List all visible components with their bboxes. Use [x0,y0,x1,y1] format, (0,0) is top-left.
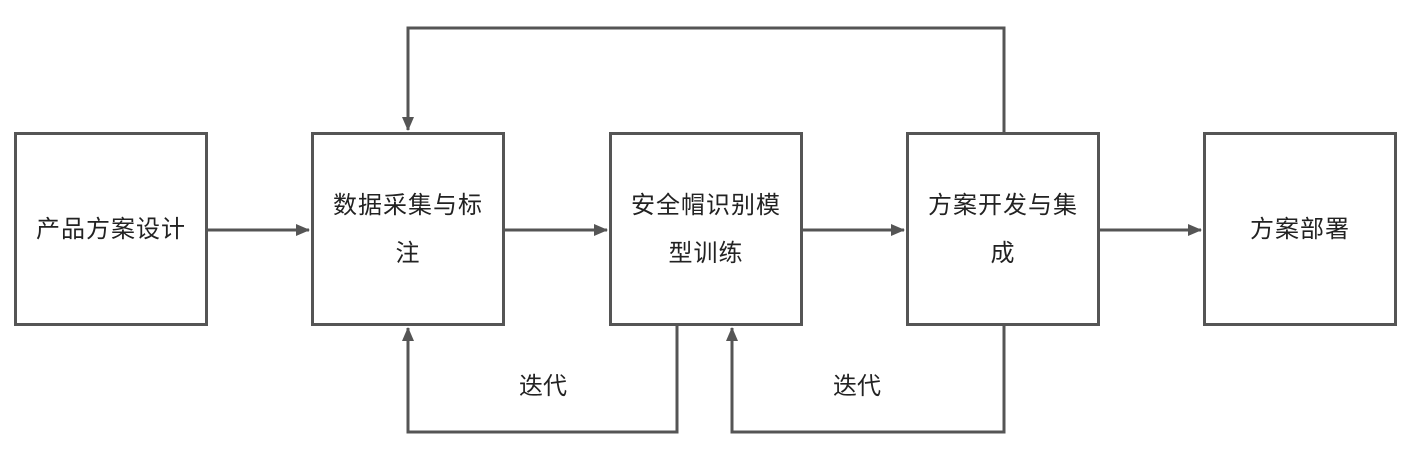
arrow-integration-to-data-top-loop [402,26,1006,132]
arrow-integration-to-model-iterate-loop [726,326,1006,434]
node-deployment: 方案部署 [1203,132,1397,326]
node-product-design: 产品方案设计 [14,132,208,326]
arrow-model-to-data-iterate-loop [402,326,679,434]
edge-label-iterate: 迭代 [519,372,567,400]
node-integration: 方案开发与集成 [906,132,1100,326]
node-label: 数据采集与标注 [333,191,483,267]
node-label: 方案部署 [1250,215,1350,243]
edge-label-iterate: 迭代 [833,372,881,400]
node-label: 方案开发与集成 [928,191,1078,267]
node-label: 安全帽识别模型训练 [631,191,781,267]
node-label: 产品方案设计 [36,215,186,243]
node-model-training: 安全帽识别模型训练 [609,132,803,326]
node-data-collection: 数据采集与标注 [311,132,505,326]
